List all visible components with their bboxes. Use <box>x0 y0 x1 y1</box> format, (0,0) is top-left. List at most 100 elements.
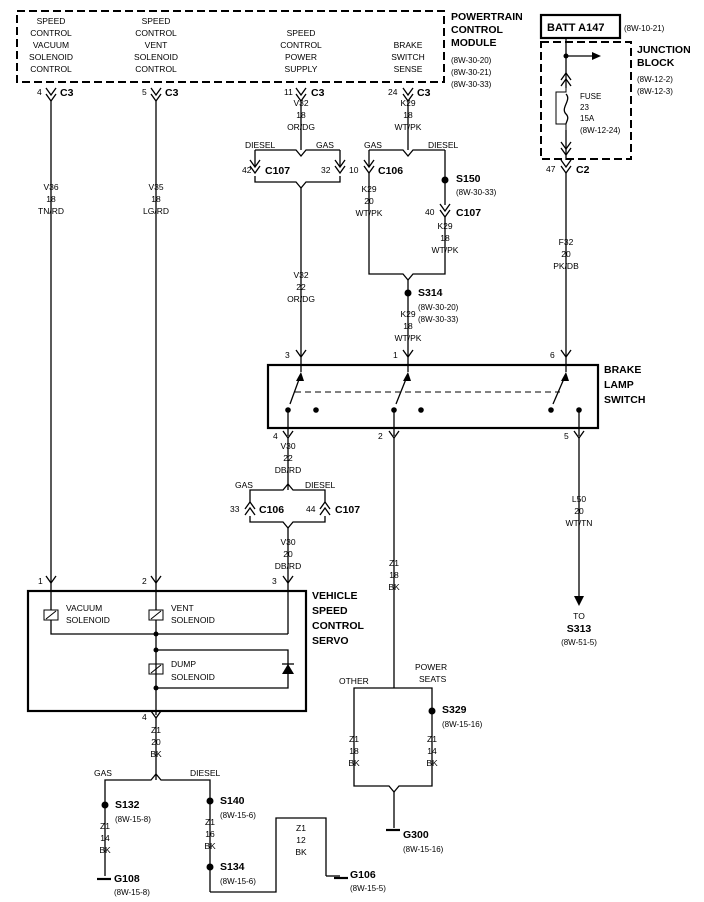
s329-label: S329 <box>442 704 467 716</box>
opt-diesel-c: DIESEL <box>305 480 336 490</box>
fuse-outline <box>555 88 567 130</box>
svg-text:22: 22 <box>296 282 306 292</box>
svg-text:DB/RD: DB/RD <box>275 561 301 571</box>
opt-power-seats-2: SEATS <box>419 674 447 684</box>
svg-text:BK: BK <box>204 841 216 851</box>
brake-lamp-switch: BRAKE LAMP SWITCH 3 1 6 4 2 5 <box>266 349 645 441</box>
svg-text:18: 18 <box>389 570 399 580</box>
s313-ref: (8W-51-5) <box>561 638 597 647</box>
c107-pin-44: 44 <box>306 504 316 514</box>
svg-text:V32: V32 <box>293 98 308 108</box>
servo-title-4: SERVO <box>312 635 349 647</box>
svg-text:BK: BK <box>150 749 162 759</box>
svg-text:18: 18 <box>151 194 161 204</box>
pcm-ref-2: (8W-30-21) <box>451 68 492 77</box>
c107-conn-c: C107 <box>335 504 360 516</box>
svg-text:V32: V32 <box>293 270 308 280</box>
svg-text:SOLENOID: SOLENOID <box>134 52 178 62</box>
v32-mid-wire: V32 22 OR/DG <box>287 188 315 356</box>
svg-text:F32: F32 <box>559 237 574 247</box>
pcm-pin-power-label: SPEED CONTROL POWER SUPPLY <box>280 28 322 74</box>
svg-text:K29: K29 <box>400 309 415 319</box>
opt-power-seats-1: POWER <box>415 662 447 672</box>
svg-text:Z1: Z1 <box>349 734 359 744</box>
s150-label: S150 <box>456 173 481 185</box>
vent-label-2: SOLENOID <box>171 615 215 625</box>
svg-text:DB/RD: DB/RD <box>275 465 301 475</box>
z1-switch-wire: Z1 18 BK OTHER POWER SEATS S329 (8W-15-1… <box>339 438 483 854</box>
svg-text:Z1: Z1 <box>427 734 437 744</box>
svg-text:SOLENOID: SOLENOID <box>29 52 73 62</box>
svg-text:14: 14 <box>427 746 437 756</box>
svg-text:CONTROL: CONTROL <box>280 40 322 50</box>
s150-ref: (8W-30-33) <box>456 188 497 197</box>
svg-text:16: 16 <box>205 829 215 839</box>
svg-text:18: 18 <box>403 321 413 331</box>
k29-option-brace: GAS DIESEL 10 C106 S150 (8W-30-33) 40 C1… <box>349 140 497 219</box>
jb-title-2: BLOCK <box>637 57 675 69</box>
svg-text:BRAKE: BRAKE <box>394 40 423 50</box>
svg-text:18: 18 <box>403 110 413 120</box>
dump-solenoid-icon <box>148 663 164 675</box>
svg-text:WT/PK: WT/PK <box>432 245 459 255</box>
pcm-pin-5: 5 <box>142 87 147 97</box>
svg-text:WT/PK: WT/PK <box>395 122 422 132</box>
f32-wire: F32 20 PK/DB <box>553 173 579 356</box>
dump-label-2: SOLENOID <box>171 672 215 682</box>
z1-servo-wire: Z1 20 BK GAS DIESEL S132 (8W-15-8) Z1 14… <box>94 718 386 897</box>
c106-pin-32: 32 <box>321 165 331 175</box>
svg-text:SPEED: SPEED <box>287 28 316 38</box>
jb-chevron-down-icon <box>560 141 572 157</box>
servo-pin-1: 1 <box>38 576 43 586</box>
svg-text:14: 14 <box>100 833 110 843</box>
brake-switch-title-1: BRAKE <box>604 364 641 376</box>
svg-text:VACUUM: VACUUM <box>33 40 69 50</box>
c106-conn-b: C106 <box>259 504 284 516</box>
svg-text:18: 18 <box>440 233 450 243</box>
batt-box <box>539 13 622 40</box>
c2-chevron-icon <box>560 159 572 175</box>
servo-title-2: SPEED <box>312 605 348 617</box>
svg-text:VENT: VENT <box>145 40 168 50</box>
l50-wire: L50 20 WT/TN TO S313 (8W-51-5) <box>561 438 597 647</box>
pcm-outline <box>16 10 445 83</box>
v36-wire: V36 18 TN/RD <box>38 101 64 582</box>
pcm-title-2: CONTROL <box>451 24 503 36</box>
to-s313-arrow-icon <box>574 596 584 606</box>
svg-text:20: 20 <box>151 737 161 747</box>
k29-top-wire: K29 18 WT/PK <box>395 98 422 150</box>
svg-text:BK: BK <box>426 758 438 768</box>
svg-text:TN/RD: TN/RD <box>38 206 64 216</box>
servo-title-1: VEHICLE <box>312 590 358 602</box>
svg-text:L50: L50 <box>572 494 586 504</box>
g106-ref: (8W-15-5) <box>350 884 386 893</box>
svg-text:20: 20 <box>574 506 584 516</box>
c107-conn-b: C107 <box>456 207 481 219</box>
v30-wire: V30 22 DB/RD GAS DIESEL 33 C106 44 C107 … <box>230 438 360 582</box>
jb-ref-2: (8W-12-3) <box>637 87 673 96</box>
svg-text:18: 18 <box>349 746 359 756</box>
svg-text:SWITCH: SWITCH <box>391 52 425 62</box>
opt-gas-d: GAS <box>94 768 112 778</box>
jb-branch-arrow-icon <box>592 52 601 60</box>
svg-text:OR/DG: OR/DG <box>287 122 315 132</box>
pcm-pin-vacuum-label: SPEED CONTROL VACUUM SOLENOID CONTROL <box>29 16 73 74</box>
pcm-block: POWERTRAIN CONTROL MODULE (8W-30-20) (8W… <box>16 10 523 103</box>
v32-top-wire: V32 18 OR/DG <box>287 98 315 150</box>
svg-text:SPEED: SPEED <box>142 16 171 26</box>
g106-label: G106 <box>350 869 376 881</box>
pcm-pin-vent-label: SPEED CONTROL VENT SOLENOID CONTROL <box>134 16 178 74</box>
jb-ref-1: (8W-12-2) <box>637 75 673 84</box>
jb-title-1: JUNCTION <box>637 44 691 56</box>
svg-text:K29: K29 <box>400 98 415 108</box>
svg-text:WT/TN: WT/TN <box>566 518 593 528</box>
fuse-ref: (8W-12-24) <box>580 126 621 135</box>
brake-switch-box <box>266 363 600 430</box>
fuse-number: 23 <box>580 103 589 112</box>
c2-pin: 47 <box>546 164 556 174</box>
c2-conn: C2 <box>576 164 590 176</box>
s132-dot <box>101 801 109 809</box>
svg-text:OR/DG: OR/DG <box>287 294 315 304</box>
svg-text:CONTROL: CONTROL <box>30 64 72 74</box>
c106-pin-10: 10 <box>349 165 359 175</box>
